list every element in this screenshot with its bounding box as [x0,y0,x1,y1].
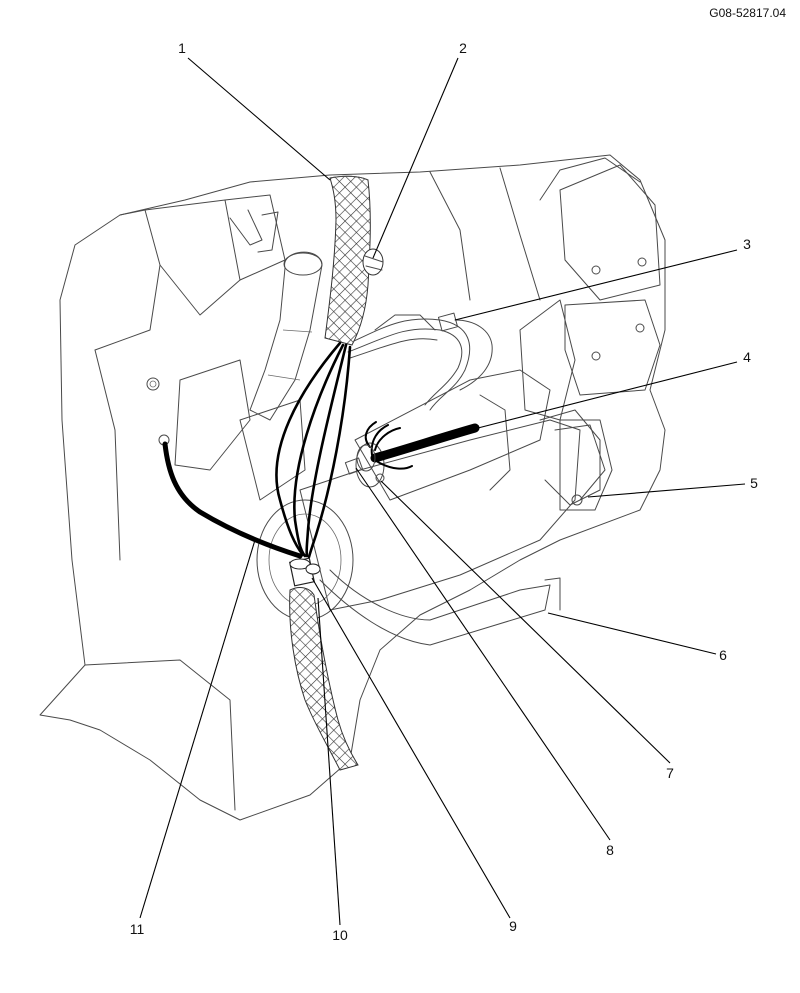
solenoid-terminals [344,444,385,483]
callout-5: 5 [750,475,758,491]
leader-10 [317,597,341,926]
callout-6: 6 [719,647,727,663]
callout-leaders [139,57,746,926]
leader-2 [372,57,459,259]
engine-block [39,154,666,821]
drawing-code: G08-52817.04 [709,6,786,20]
callout-7: 7 [666,765,674,781]
upper-harness-wires [344,312,493,411]
leader-1 [187,57,331,181]
leader-8 [355,467,611,841]
leader-4 [477,361,738,429]
callout-3: 3 [743,236,751,252]
leader-6 [547,612,717,655]
leader-3 [454,249,738,321]
callout-11: 11 [130,921,145,937]
callout-4: 4 [743,349,751,365]
leader-7 [380,480,671,764]
braided-sleeve-upper [324,175,371,346]
cable-bundle [162,341,480,559]
callout-2: 2 [459,40,467,56]
coolant-pipe [249,251,323,421]
leader-5 [587,483,746,498]
callout-labels: 1 2 3 4 5 6 7 8 9 10 11 [130,40,758,943]
callout-9: 9 [509,918,517,934]
leader-11 [139,539,256,919]
callout-8: 8 [606,842,614,858]
callout-1: 1 [178,40,186,56]
starter-connector [289,557,321,587]
harness-clip [362,248,384,276]
leader-9 [311,577,511,919]
callout-10: 10 [332,927,348,943]
